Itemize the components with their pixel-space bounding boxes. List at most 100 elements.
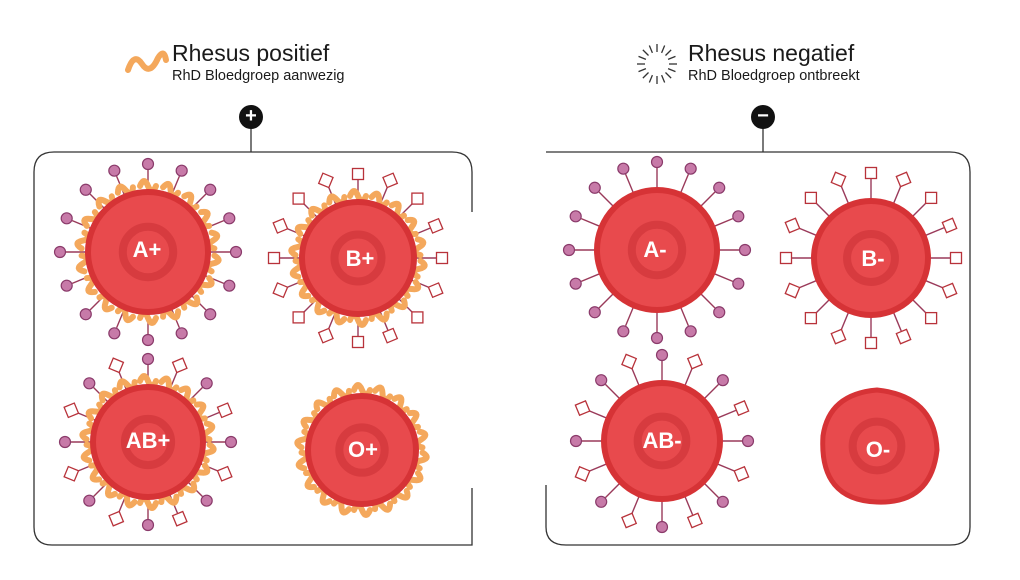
red-blood-cell [820, 387, 940, 505]
antigen-a [223, 212, 236, 225]
antigen-b [216, 402, 233, 419]
antigen-a [617, 162, 630, 175]
dashed-burst-icon [637, 44, 677, 84]
antigen-b [895, 171, 912, 188]
cell-label-o-neg: O- [865, 437, 891, 462]
antigen-b [621, 512, 638, 529]
antigen-a [204, 308, 217, 321]
antigen-b [924, 311, 938, 325]
antigen-a [204, 183, 217, 196]
antigen-b [351, 167, 365, 181]
antigen-b [686, 353, 703, 370]
antigen-b [272, 217, 289, 234]
antigen-a [617, 325, 630, 338]
antigen-a [716, 374, 729, 387]
antigen-b [267, 251, 281, 265]
cell-center [627, 220, 687, 280]
positive-panel-frame [33, 151, 473, 546]
antigen-a [141, 352, 155, 366]
antigen-a [108, 164, 121, 177]
antigen-a [141, 157, 155, 171]
antigen-a [229, 245, 243, 259]
antigen-b [63, 402, 80, 419]
red-blood-cell [299, 199, 417, 317]
antigen-b [949, 251, 963, 265]
antigen-b [171, 510, 188, 527]
antigen-a [732, 277, 745, 290]
antigen-b [574, 400, 591, 417]
blood-cell-ab-pos [58, 352, 238, 532]
antigen-b [733, 400, 750, 417]
antigen-b [108, 510, 125, 527]
antigen-a [141, 333, 155, 347]
cell-label-ab-pos: AB+ [125, 428, 171, 453]
antigen-a [60, 279, 73, 292]
antigen-a [141, 518, 155, 532]
antigen-a [175, 164, 188, 177]
antigen-a [713, 306, 726, 319]
antigen-a [60, 212, 73, 225]
antigen-a [224, 435, 238, 449]
red-blood-cell [305, 393, 419, 507]
antigen-a [595, 374, 608, 387]
antigen-a [53, 245, 67, 259]
blood-cell-a-neg [562, 155, 752, 345]
antigen-a [200, 494, 213, 507]
antigen-b [317, 327, 334, 344]
cell-center [848, 417, 906, 475]
antigen-b [382, 172, 399, 189]
antigen-a [684, 325, 697, 338]
antigen-b [435, 251, 449, 265]
wavy-protein-icon [125, 50, 169, 73]
negative-header: Rhesus negatief RhD Bloedgroep ontbreekt [688, 40, 860, 86]
red-blood-cell [811, 198, 931, 318]
antigen-a [741, 434, 755, 448]
blood-cell-b-neg [779, 166, 963, 350]
antigen-b [292, 192, 305, 205]
antigen-b [895, 328, 912, 345]
antigen-a [79, 183, 92, 196]
negative-title: Rhesus negatief [688, 40, 855, 66]
antigen-b [351, 335, 365, 349]
antigen-b [382, 327, 399, 344]
antigen-b [686, 512, 703, 529]
antigen-a [569, 210, 582, 223]
antigen-a [175, 327, 188, 340]
antigen-b [216, 465, 233, 482]
blood-cell-o-neg [820, 387, 940, 505]
antigen-b [784, 217, 801, 234]
antigen-b [941, 282, 958, 299]
antigen-a [655, 348, 669, 362]
antigen-b [784, 282, 801, 299]
antigen-b [830, 171, 847, 188]
antigen-b [830, 328, 847, 345]
antigen-a [684, 162, 697, 175]
cell-label-a-neg: A- [643, 237, 667, 262]
antigen-b [171, 357, 188, 374]
antigen-a [595, 495, 608, 508]
red-blood-cell [594, 187, 720, 313]
positive-title: Rhesus positief [172, 40, 330, 66]
negative-panel-frame [545, 151, 971, 546]
positive-subtitle: RhD Bloedgroep aanwezig [172, 68, 345, 84]
cell-label-b-neg: B- [861, 246, 885, 271]
cell-label-a-pos: A+ [132, 237, 162, 262]
antigen-b [411, 192, 424, 205]
antigen-a [83, 377, 96, 390]
antigen-b [63, 465, 80, 482]
blood-cell-ab-neg [569, 348, 755, 534]
blood-cell-a-pos [53, 157, 243, 347]
cell-center [120, 414, 176, 470]
antigen-b [272, 282, 289, 299]
antigen-a [108, 327, 121, 340]
cell-center [330, 230, 386, 286]
antigen-a [738, 243, 752, 257]
red-blood-cell [90, 384, 206, 500]
antigen-b [427, 217, 444, 234]
antigen-a [200, 377, 213, 390]
antigen-b [779, 251, 793, 265]
antigen-b [804, 191, 818, 205]
antigen-a [58, 435, 72, 449]
cell-label-ab-neg: AB- [642, 428, 682, 453]
